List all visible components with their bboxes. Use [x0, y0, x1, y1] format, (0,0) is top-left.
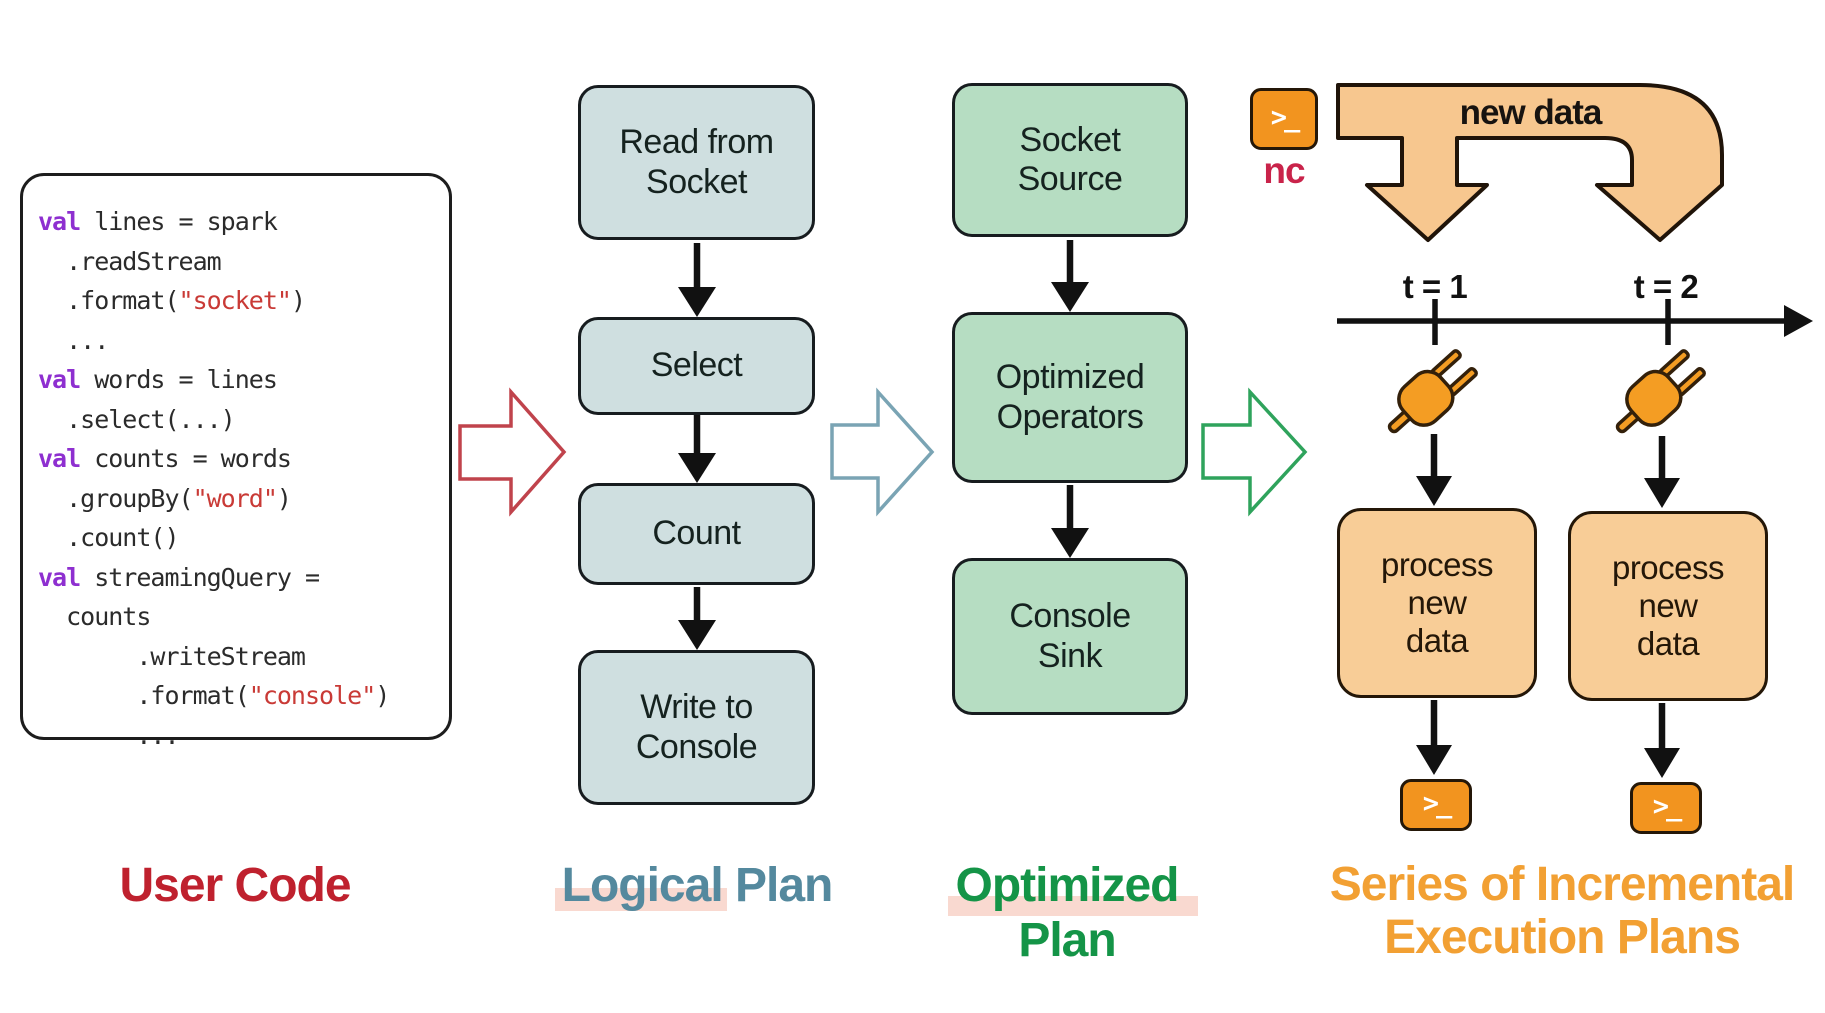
- optimized-label-highlight: [948, 896, 1198, 916]
- code-line: val streamingQuery =: [38, 562, 320, 592]
- code-line: ...: [38, 720, 179, 750]
- output-terminal-icon-t2: >_: [1630, 782, 1702, 834]
- red-transform-arrow: [458, 387, 567, 517]
- node-count: Count: [578, 483, 815, 585]
- node-process-new-data-t2: process new data: [1568, 511, 1768, 701]
- nc-label: nc: [1263, 150, 1305, 191]
- code-line: .select(...): [38, 404, 236, 434]
- node-optimized-operators: Optimized Operators: [952, 312, 1188, 483]
- code-line: .groupBy("word"): [38, 483, 292, 513]
- new-data-arrow: [1336, 83, 1724, 242]
- code-line: ...: [38, 325, 109, 355]
- incremental-plans-label: Series of Incremental Execution Plans: [1329, 858, 1796, 964]
- t2-label: t = 2: [1633, 268, 1699, 305]
- logical-label-highlight: [555, 888, 727, 911]
- code-line: val counts = words: [38, 444, 292, 473]
- timeline-axis: [1337, 299, 1813, 345]
- code-line: .format("socket"): [38, 286, 306, 315]
- logical-plan-label: Logical Plan: [561, 859, 834, 912]
- code-line: val words = lines: [38, 365, 278, 394]
- code-line: .writeStream: [38, 641, 306, 671]
- new-data-label: new data: [1459, 93, 1603, 132]
- output-terminal-icon-t1: >_: [1400, 779, 1472, 831]
- power-plug-icon: [1615, 349, 1706, 434]
- node-write-to-console: Write to Console: [578, 650, 815, 805]
- t2-flow-arrows: [1644, 436, 1680, 778]
- logical-flow-arrows: [678, 243, 716, 650]
- node-read-from-socket: Read from Socket: [578, 85, 815, 240]
- code-line: val lines = spark: [38, 207, 278, 236]
- blue-transform-arrow: [830, 387, 935, 517]
- optimized-plan-label: Optimized Plan: [955, 859, 1179, 967]
- t1-flow-arrows: [1416, 434, 1452, 775]
- node-console-sink: Console Sink: [952, 558, 1188, 715]
- nc-terminal-icon: >_: [1250, 88, 1318, 150]
- node-select: Select: [578, 317, 815, 415]
- user-code-label: User Code: [119, 859, 351, 912]
- code-line: counts: [38, 602, 151, 631]
- t1-label: t = 1: [1402, 268, 1468, 305]
- node-socket-source: Socket Source: [952, 83, 1188, 237]
- code-line: .format("console"): [38, 681, 390, 710]
- green-transform-arrow: [1201, 387, 1308, 517]
- power-plug-icon: [1387, 349, 1478, 434]
- code-block: val lines = spark .readStream .format("s…: [20, 173, 452, 750]
- code-line: .count(): [38, 523, 179, 552]
- optimized-flow-arrows: [1051, 240, 1089, 558]
- code-line: .readStream: [38, 246, 222, 276]
- node-process-new-data-t1: process new data: [1337, 508, 1537, 698]
